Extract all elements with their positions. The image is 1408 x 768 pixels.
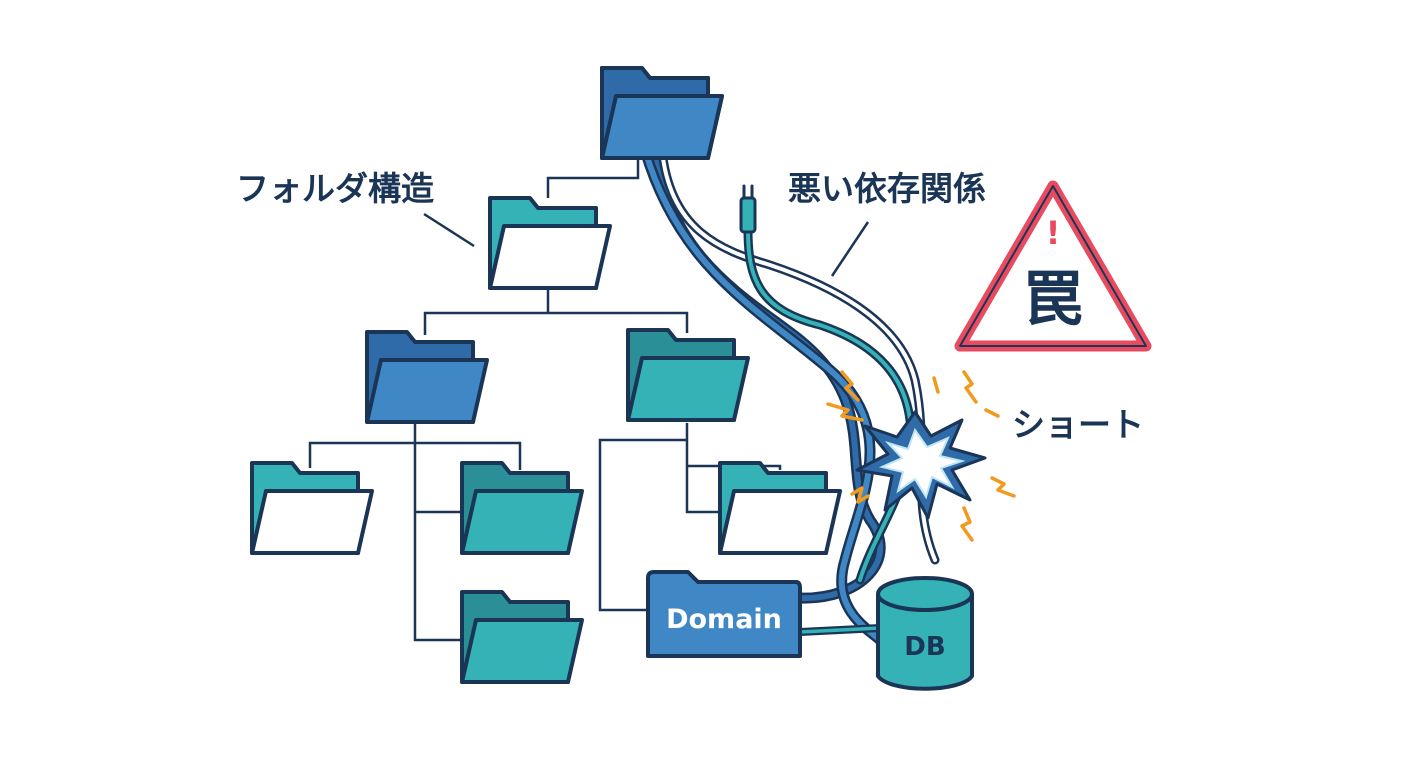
plug-icon: [739, 184, 757, 234]
domain-folder[interactable]: Domain: [646, 570, 802, 658]
database-icon[interactable]: DB: [876, 576, 974, 691]
folder-icon[interactable]: [488, 196, 612, 290]
folder-icon[interactable]: [718, 461, 842, 555]
folder-icon[interactable]: [460, 590, 584, 684]
folder-icon[interactable]: [365, 330, 489, 424]
label-folder-structure: フォルダ構造: [236, 169, 475, 248]
folder-structure-label: フォルダ構造: [236, 169, 434, 208]
dependency-cables: [639, 144, 940, 646]
short-label: ショート: [1012, 405, 1144, 444]
folder-icon[interactable]: [600, 66, 724, 160]
warning-exclamation: !: [1046, 214, 1061, 252]
spark-burst-icon: [826, 370, 1016, 542]
db-label: DB: [904, 632, 945, 662]
warning-kanji: 罠: [1023, 265, 1083, 335]
folder-icon[interactable]: [250, 461, 374, 555]
folder-icon[interactable]: [626, 328, 750, 422]
tree-connectors: [308, 158, 782, 642]
warning-triangle-icon: ! 罠: [954, 180, 1152, 352]
folder-icon[interactable]: [460, 461, 584, 555]
bad-dependency-label: 悪い依存関係: [788, 169, 986, 208]
domain-label: Domain: [666, 604, 782, 635]
label-bad-dependency: 悪い依存関係: [788, 169, 986, 277]
